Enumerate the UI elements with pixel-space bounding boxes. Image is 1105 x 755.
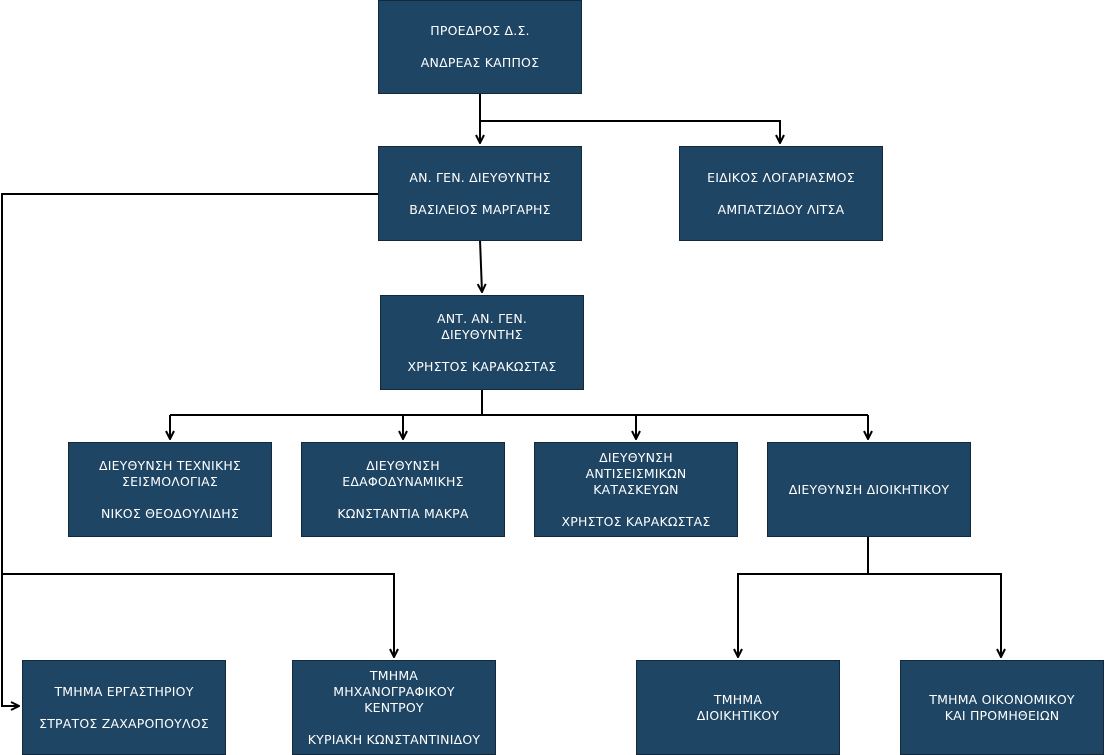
connector-to-dept-lab bbox=[1, 574, 19, 706]
node-person: ΒΑΣΙΛΕΙΟΣ ΜΑΡΓΑΡΗΣ bbox=[409, 201, 551, 217]
node-title: ΤΜΗΜΑ ΕΡΓΑΣΤΗΡΙΟΥ bbox=[54, 683, 194, 699]
node-dir-seismology: ΔΙΕΥΘΥΝΣΗ ΤΕΧΝΙΚΗΣ ΣΕΙΣΜΟΛΟΓΙΑΣ ΝΙΚΟΣ ΘΕ… bbox=[68, 442, 272, 537]
node-vice-deputy-gm: ΑΝΤ. ΑΝ. ΓΕΝ. ΔΙΕΥΘΥΝΤΗΣ ΧΡΗΣΤΟΣ ΚΑΡΑΚΩΣ… bbox=[380, 295, 584, 390]
node-person: ΚΥΡΙΑΚΗ ΚΩΝΣΤΑΝΤΙΝΙΔΟΥ bbox=[307, 731, 481, 747]
node-title: ΠΡΟΕΔΡΟΣ Δ.Σ. bbox=[430, 23, 530, 38]
node-person: ΑΝΔΡΕΑΣ ΚΑΠΠΟΣ bbox=[420, 55, 540, 70]
node-title: ΤΜΗΜΑ ΔΙΟΙΚΗΤΙΚΟΥ bbox=[696, 691, 780, 723]
node-dir-antiseismic: ΔΙΕΥΘΥΝΣΗ ΑΝΤΙΣΕΙΣΜΙΚΩΝ ΚΑΤΑΣΚΕΥΩΝ ΧΡΗΣΤ… bbox=[534, 442, 738, 537]
node-title: ΤΜΗΜΑ ΟΙΚΟΝΟΜΙΚΟΥ ΚΑΙ ΠΡΟΜΗΘΕΙΩΝ bbox=[929, 691, 1075, 723]
connector-chairman-accountant bbox=[480, 120, 780, 143]
node-person: ΝΙΚΟΣ ΘΕΟΔΟΥΛΙΔΗΣ bbox=[100, 505, 240, 521]
node-dir-soil: ΔΙΕΥΘΥΝΣΗ ΕΔΑΦΟΔΥΝΑΜΙΚΗΣ ΚΩΝΣΤΑΝΤΙΑ ΜΑΚΡ… bbox=[301, 442, 505, 537]
node-dept-finance: ΤΜΗΜΑ ΟΙΚΟΝΟΜΙΚΟΥ ΚΑΙ ΠΡΟΜΗΘΕΙΩΝ bbox=[900, 660, 1104, 755]
connector-dir-admin-bus bbox=[738, 537, 869, 657]
node-person: ΧΡΗΣΤΟΣ ΚΑΡΑΚΩΣΤΑΣ bbox=[561, 513, 711, 529]
node-dept-computing: ΤΜΗΜΑ ΜΗΧΑΝΟΓΡΑΦΙΚΟΥ ΚΕΝΤΡΟΥ ΚΥΡΙΑΚΗ ΚΩΝ… bbox=[292, 660, 496, 755]
node-dept-admin: ΤΜΗΜΑ ΔΙΟΙΚΗΤΙΚΟΥ bbox=[636, 660, 840, 755]
node-title: ΔΙΕΥΘΥΝΣΗ ΤΕΧΝΙΚΗΣ ΣΕΙΣΜΟΛΟΓΙΑΣ bbox=[98, 457, 242, 489]
node-person: ΣΤΡΑΤΟΣ ΖΑΧΑΡΟΠΟΥΛΟΣ bbox=[39, 715, 209, 731]
node-title: ΑΝΤ. ΑΝ. ΓΕΝ. ΔΙΕΥΘΥΝΤΗΣ bbox=[436, 310, 528, 342]
node-title: ΤΜΗΜΑ ΜΗΧΑΝΟΓΡΑΦΙΚΟΥ ΚΕΝΤΡΟΥ bbox=[333, 667, 455, 715]
node-deputy-gm: ΑΝ. ΓΕΝ. ΔΙΕΥΘΥΝΤΗΣ ΒΑΣΙΛΕΙΟΣ ΜΑΡΓΑΡΗΣ bbox=[378, 146, 582, 241]
node-special-accountant: ΕΙΔΙΚΟΣ ΛΟΓΑΡΙΑΣΜΟΣ ΑΜΠΑΤΖΙΔΟΥ ΛΙΤΣΑ bbox=[679, 146, 883, 241]
node-person: ΚΩΝΣΤΑΝΤΙΑ ΜΑΚΡΑ bbox=[337, 505, 469, 521]
node-chairman: ΠΡΟΕΔΡΟΣ Δ.Σ. ΑΝΔΡΕΑΣ ΚΑΠΠΟΣ bbox=[378, 0, 582, 94]
node-title: ΔΙΕΥΘΥΝΣΗ ΔΙΟΙΚΗΤΙΚΟΥ bbox=[788, 481, 950, 497]
node-dir-admin: ΔΙΕΥΘΥΝΣΗ ΔΙΟΙΚΗΤΙΚΟΥ bbox=[767, 442, 971, 537]
node-title: ΑΝ. ΓΕΝ. ΔΙΕΥΘΥΝΤΗΣ bbox=[409, 169, 551, 185]
node-person: ΧΡΗΣΤΟΣ ΚΑΡΑΚΩΣΤΑΣ bbox=[407, 358, 557, 374]
connector-vice-bus bbox=[170, 389, 868, 416]
node-person: ΑΜΠΑΤΖΙΔΟΥ ΛΙΤΣΑ bbox=[717, 201, 845, 217]
node-title: ΔΙΕΥΘΥΝΣΗ ΕΔΑΦΟΔΥΝΑΜΙΚΗΣ bbox=[342, 457, 464, 489]
node-dept-lab: ΤΜΗΜΑ ΕΡΓΑΣΤΗΡΙΟΥ ΣΤΡΑΤΟΣ ΖΑΧΑΡΟΠΟΥΛΟΣ bbox=[22, 660, 226, 755]
connector-deputy-vice bbox=[480, 239, 482, 292]
connector-to-dept-finance bbox=[868, 573, 1001, 657]
node-title: ΔΙΕΥΘΥΝΣΗ ΑΝΤΙΣΕΙΣΜΙΚΩΝ ΚΑΤΑΣΚΕΥΩΝ bbox=[585, 449, 687, 497]
connector-deputy-left-trunk bbox=[1, 193, 394, 657]
node-title: ΕΙΔΙΚΟΣ ΛΟΓΑΡΙΑΣΜΟΣ bbox=[707, 169, 855, 185]
